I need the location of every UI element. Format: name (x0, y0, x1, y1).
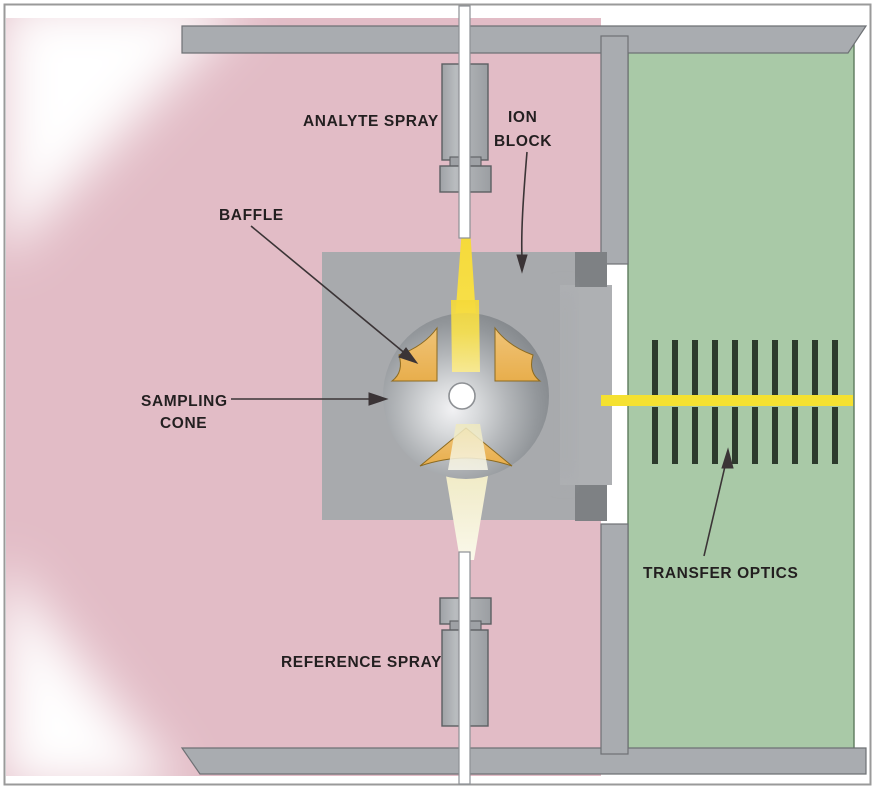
sampling-cone-orifice (448, 382, 476, 410)
optics-bar-bottom (772, 407, 778, 464)
bottom-wall (180, 747, 867, 775)
label-baffle: BAFFLE (219, 207, 284, 224)
optics-bar-top (832, 340, 838, 397)
transfer-optics-bars-bottom (652, 407, 838, 464)
optics-bar-top (792, 340, 798, 397)
baffle-leader (250, 225, 408, 356)
optics-bar-bottom (832, 407, 838, 464)
optics-bar-bottom (672, 407, 678, 464)
optics-bar-bottom (752, 407, 758, 464)
label-analyte-spray: ANALYTE SPRAY (303, 113, 439, 130)
baffle-upper-right (494, 326, 542, 382)
optics-bar-top (812, 340, 818, 397)
label-ion-block-line2: BLOCK (494, 133, 552, 150)
divider-wall-lower (600, 523, 629, 755)
optics-bar-top (692, 340, 698, 397)
analyte-capillary (458, 5, 471, 239)
label-sampling-cone-line2: CONE (160, 415, 207, 432)
ion-block-arrowhead (516, 254, 528, 274)
transfer-optics-leader (703, 461, 727, 557)
optics-bar-top (732, 340, 738, 397)
ion-block-tab-top (575, 252, 607, 287)
optics-bar-bottom (692, 407, 698, 464)
top-wall (181, 25, 868, 54)
baffle-upper-left (390, 326, 438, 382)
optics-bar-top (652, 340, 658, 397)
ion-block-tab-bottom (575, 485, 607, 521)
ion-beam (601, 395, 853, 406)
leader-lines (231, 151, 734, 557)
label-reference-spray: REFERENCE SPRAY (281, 654, 442, 671)
label-transfer-optics: TRANSFER OPTICS (643, 565, 798, 582)
optics-bar-top (752, 340, 758, 397)
optics-bar-bottom (732, 407, 738, 464)
label-ion-block-line1: ION (508, 109, 537, 126)
figure-border (3, 3, 872, 786)
optics-bar-bottom (812, 407, 818, 464)
optics-bar-top (712, 340, 718, 397)
reference-spray-plume (442, 452, 492, 560)
transfer-optics-arrowhead (721, 447, 734, 469)
reference-plume-over-sphere (448, 424, 488, 470)
ion-block-leader (520, 151, 528, 259)
analyte-plume-over-sphere (451, 300, 480, 372)
optics-bar-bottom (712, 407, 718, 464)
transfer-optics-assembly (601, 340, 853, 464)
label-sampling-cone-line1: SAMPLING (141, 393, 228, 410)
transfer-optics-bars-top (652, 340, 838, 397)
optics-bar-top (672, 340, 678, 397)
optics-bar-bottom (652, 407, 658, 464)
reference-capillary (458, 551, 471, 785)
baffle-arrowhead (398, 347, 419, 364)
optics-bar-bottom (792, 407, 798, 464)
optics-bar-top (772, 340, 778, 397)
divider-wall-upper (600, 35, 629, 265)
sampling-cone-arrowhead (368, 392, 389, 406)
ion-block-shading (556, 290, 574, 480)
